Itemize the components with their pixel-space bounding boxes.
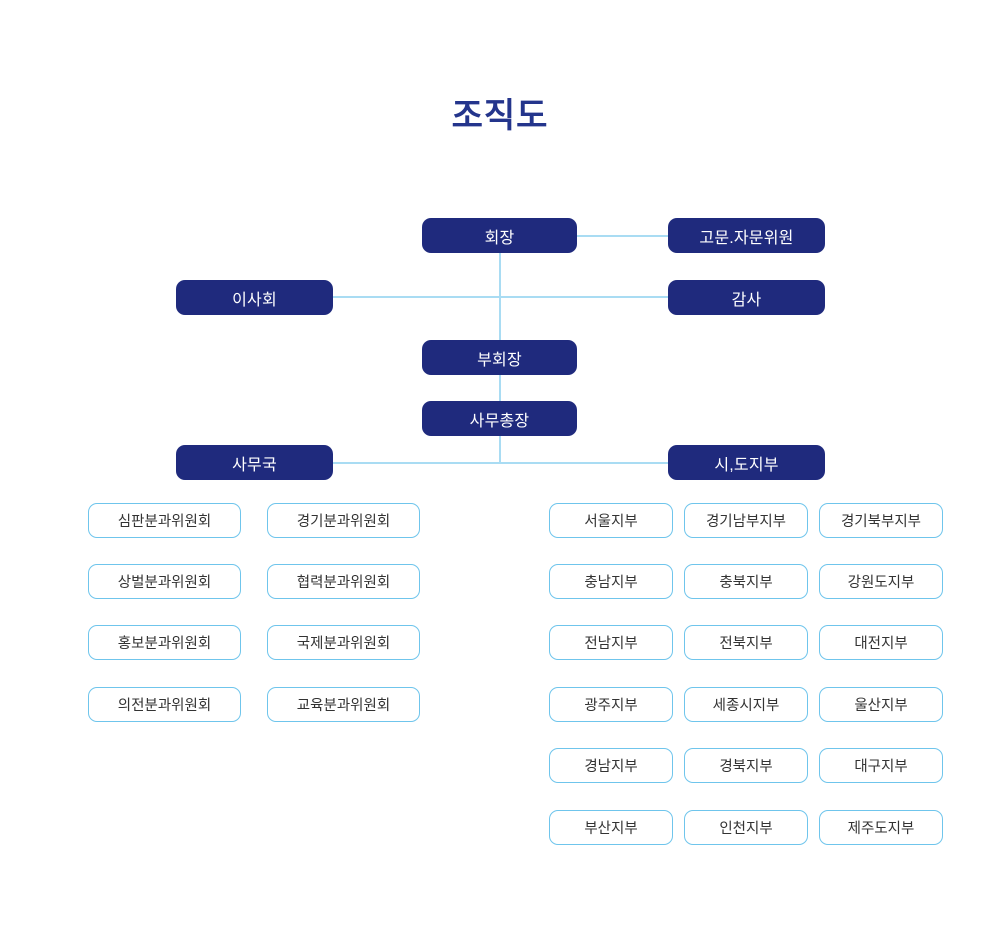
branch-label: 대전지부 <box>854 636 908 652</box>
node-vice-chairman-label: 부회장 <box>477 351 522 369</box>
branch-label: 인천지부 <box>719 821 773 837</box>
branch-label: 울산지부 <box>854 698 908 714</box>
subcommittee-label: 심판분과위원회 <box>117 514 212 530</box>
subcommittee-item[interactable]: 상벌분과위원회 <box>88 564 241 599</box>
branch-label: 전북지부 <box>719 636 773 652</box>
node-advisors[interactable]: 고문.자문위원 <box>668 218 825 253</box>
subcommittee-item[interactable]: 홍보분과위원회 <box>88 625 241 660</box>
branch-item[interactable]: 경기남부지부 <box>684 503 808 538</box>
subcommittee-label: 홍보분과위원회 <box>117 636 212 652</box>
subcommittee-label: 의전분과위원회 <box>117 698 212 714</box>
branch-label: 서울지부 <box>584 514 638 530</box>
branch-label: 세종시지부 <box>712 698 780 714</box>
subcommittee-label: 협력분과위원회 <box>296 575 391 591</box>
node-regional-branches[interactable]: 시,도지부 <box>668 445 825 480</box>
node-board-of-directors[interactable]: 이사회 <box>176 280 333 315</box>
subcommittee-item[interactable]: 교육분과위원회 <box>267 687 420 722</box>
node-auditor[interactable]: 감사 <box>668 280 825 315</box>
connector-board-auditor <box>331 296 671 298</box>
branch-label: 경북지부 <box>719 759 773 775</box>
branch-label: 충북지부 <box>719 575 773 591</box>
branch-item[interactable]: 전남지부 <box>549 625 673 660</box>
node-board-label: 이사회 <box>232 291 277 309</box>
subcommittee-item[interactable]: 협력분과위원회 <box>267 564 420 599</box>
branch-item[interactable]: 울산지부 <box>819 687 943 722</box>
branch-label: 경기남부지부 <box>705 514 787 530</box>
branch-item[interactable]: 경기북부지부 <box>819 503 943 538</box>
branch-item[interactable]: 강원도지부 <box>819 564 943 599</box>
branch-item[interactable]: 인천지부 <box>684 810 808 845</box>
branch-item[interactable]: 서울지부 <box>549 503 673 538</box>
branch-item[interactable]: 전북지부 <box>684 625 808 660</box>
page-title: 조직도 <box>451 97 549 135</box>
node-auditor-label: 감사 <box>731 291 762 309</box>
connector-secretariat-branches <box>331 462 671 464</box>
node-secretary-general[interactable]: 사무총장 <box>422 401 577 436</box>
branch-item[interactable]: 경북지부 <box>684 748 808 783</box>
node-secretariat-label: 사무국 <box>232 456 277 474</box>
subcommittee-item[interactable]: 의전분과위원회 <box>88 687 241 722</box>
node-secretary-general-label: 사무총장 <box>469 412 530 430</box>
subcommittee-label: 상벌분과위원회 <box>117 575 212 591</box>
node-chairman-label: 회장 <box>484 229 515 247</box>
branch-item[interactable]: 대구지부 <box>819 748 943 783</box>
subcommittee-item[interactable]: 경기분과위원회 <box>267 503 420 538</box>
branch-label: 전남지부 <box>584 636 638 652</box>
branch-label: 경남지부 <box>584 759 638 775</box>
node-regional-branches-label: 시,도지부 <box>714 456 779 474</box>
branch-item[interactable]: 광주지부 <box>549 687 673 722</box>
connector-chairman-advisors <box>576 235 670 237</box>
branch-item[interactable]: 충북지부 <box>684 564 808 599</box>
branch-item[interactable]: 대전지부 <box>819 625 943 660</box>
subcommittee-label: 경기분과위원회 <box>296 514 391 530</box>
branch-label: 경기북부지부 <box>840 514 922 530</box>
branch-label: 강원도지부 <box>847 575 915 591</box>
node-advisors-label: 고문.자문위원 <box>699 229 794 247</box>
branch-label: 광주지부 <box>584 698 638 714</box>
branch-item[interactable]: 충남지부 <box>549 564 673 599</box>
branch-label: 충남지부 <box>584 575 638 591</box>
node-chairman[interactable]: 회장 <box>422 218 577 253</box>
subcommittee-item[interactable]: 국제분과위원회 <box>267 625 420 660</box>
branch-item[interactable]: 경남지부 <box>549 748 673 783</box>
subcommittee-item[interactable]: 심판분과위원회 <box>88 503 241 538</box>
branch-item[interactable]: 제주도지부 <box>819 810 943 845</box>
branch-item[interactable]: 부산지부 <box>549 810 673 845</box>
branch-label: 대구지부 <box>854 759 908 775</box>
branch-label: 제주도지부 <box>847 821 915 837</box>
node-vice-chairman[interactable]: 부회장 <box>422 340 577 375</box>
subcommittee-label: 국제분과위원회 <box>296 636 391 652</box>
node-secretariat[interactable]: 사무국 <box>176 445 333 480</box>
branch-label: 부산지부 <box>584 821 638 837</box>
subcommittee-label: 교육분과위원회 <box>296 698 391 714</box>
branch-item[interactable]: 세종시지부 <box>684 687 808 722</box>
